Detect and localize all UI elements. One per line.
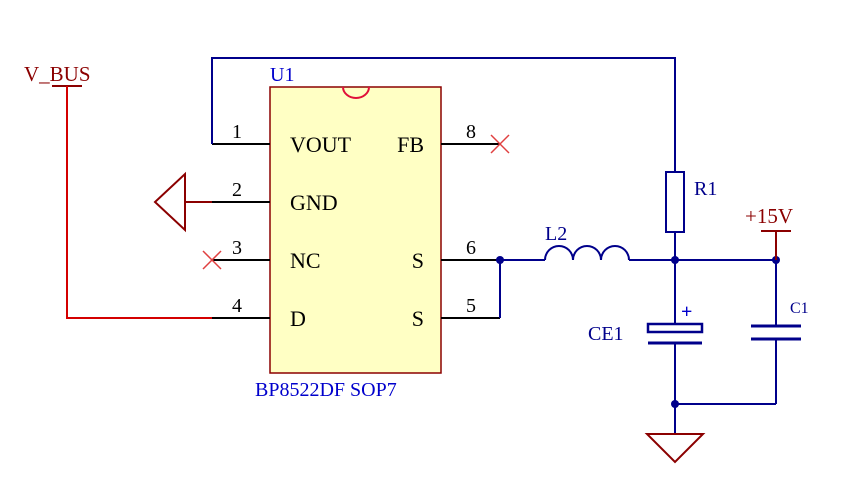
pin5-number: 5	[466, 295, 476, 317]
pin1-name: VOUT	[290, 132, 352, 157]
inductor-label: L2	[545, 223, 567, 245]
ce1-plus-sign: +	[681, 301, 692, 323]
ic-body	[269, 86, 442, 374]
ce1-plate-top	[646, 322, 704, 334]
pin4-name: D	[290, 306, 306, 331]
pin2-number: 2	[232, 179, 242, 201]
pin2-name: GND	[290, 190, 338, 215]
resistor-label: R1	[694, 178, 717, 200]
vbus-wire	[66, 86, 212, 319]
gnd-symbol-output	[644, 433, 706, 464]
feedback-wire	[211, 57, 676, 172]
pin3-number: 3	[232, 237, 242, 259]
vbus-label: V_BUS	[24, 62, 91, 86]
pin4-number: 4	[232, 295, 242, 317]
pin8-number: 8	[466, 121, 476, 143]
v15-label: +15V	[745, 204, 793, 228]
resistor-body	[665, 171, 685, 233]
gnd-symbol-pin2	[153, 171, 186, 233]
c1-label: C1	[790, 300, 809, 317]
pin6-number: 6	[466, 237, 476, 259]
no-connect-pin8	[490, 134, 510, 154]
ic-pin1-notch	[342, 86, 370, 99]
inductor-coil	[544, 245, 630, 261]
pin1-number: 1	[232, 121, 242, 143]
no-connect-pin3	[202, 250, 222, 270]
pin6-name: S	[412, 248, 424, 273]
ic-part-label: BP8522DF SOP7	[255, 379, 397, 401]
pin8-name: FB	[397, 132, 424, 157]
ce1-label: CE1	[588, 323, 624, 345]
pin5-name: S	[412, 306, 424, 331]
pin3-name: NC	[290, 248, 321, 273]
ic-designator: U1	[270, 64, 294, 86]
